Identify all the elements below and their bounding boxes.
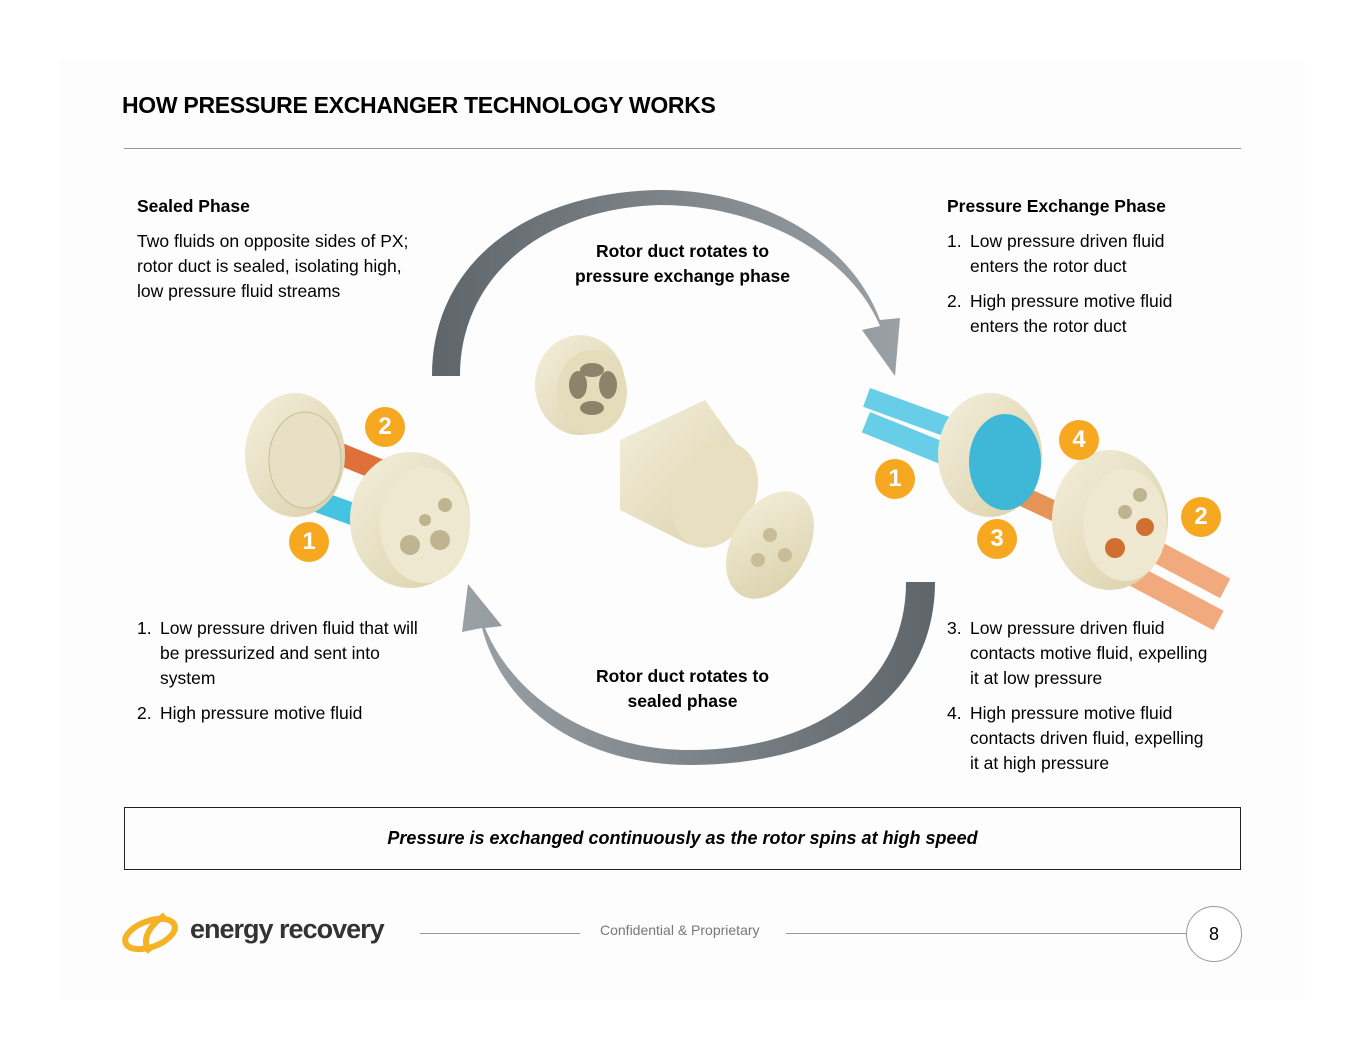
exchange-heading: Pressure Exchange Phase (947, 196, 1166, 216)
list-item: 1.Low pressure driven fluid that will be… (137, 618, 418, 688)
list-item: 3.Low pressure driven fluid contacts mot… (947, 618, 1208, 688)
list-item: 1.Low pressure driven fluid enters the r… (947, 231, 1165, 276)
px-sealed-illustration (245, 393, 470, 588)
number-badge: 3 (977, 519, 1017, 559)
number-badge: 2 (365, 407, 405, 447)
page-title: HOW PRESSURE EXCHANGER TECHNOLOGY WORKS (122, 92, 716, 118)
callout-box: Pressure is exchanged continuously as th… (124, 807, 1241, 870)
title-divider (124, 148, 1241, 149)
rotate-arrow-bottom-icon (462, 582, 935, 765)
top-arrow-label: Rotor duct rotates to pressure exchange … (575, 241, 790, 286)
confidential-label: Confidential & Proprietary (600, 922, 760, 938)
footer-divider (420, 933, 580, 934)
bottom-arrow-label: Rotor duct rotates to sealed phase (595, 666, 770, 711)
number-badge: 2 (1181, 497, 1221, 537)
list-item: 2.High pressure motive fluid enters the … (947, 291, 1173, 336)
number-badge: 4 (1059, 420, 1099, 460)
number-badge: 1 (289, 522, 329, 562)
exchange-list-top: 1.Low pressure driven fluid enters the r… (947, 229, 1207, 339)
list-item: 2.High pressure motive fluid (137, 703, 363, 723)
logo-text: energy recovery (190, 914, 385, 944)
list-item: 4.High pressure motive fluid contacts dr… (947, 703, 1204, 773)
sealed-description: Two fluids on opposite sides of PX; roto… (137, 231, 409, 301)
px-exchange-illustration (861, 388, 1231, 631)
exchange-list-bottom: 3.Low pressure driven fluid contacts mot… (947, 616, 1217, 776)
rotate-arrow-top-icon (432, 190, 900, 376)
energy-recovery-logo-icon (122, 912, 178, 954)
sealed-list: 1.Low pressure driven fluid that will be… (137, 616, 427, 726)
footer-divider (786, 933, 1186, 934)
sealed-heading: Sealed Phase (137, 196, 250, 216)
page-number: 8 (1186, 906, 1242, 962)
number-badge: 1 (875, 459, 915, 499)
rotor-exploded-illustration (535, 335, 814, 599)
callout-text: Pressure is exchanged continuously as th… (387, 828, 978, 848)
